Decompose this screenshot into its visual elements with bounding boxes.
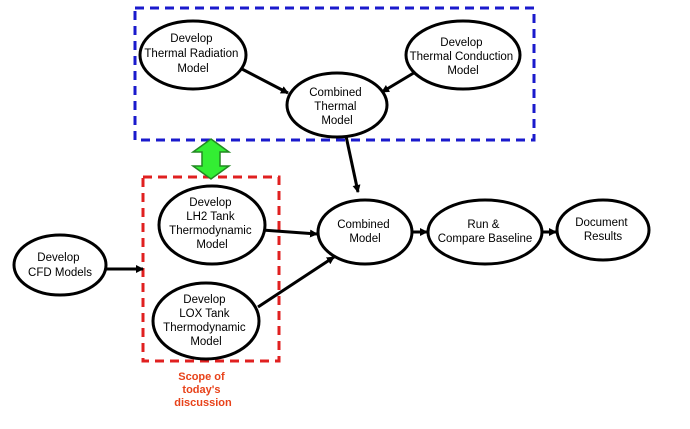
arrow-combined-thermal-to-combined-model xyxy=(344,135,361,193)
node-run-compare-label: Run & Compare Baseline xyxy=(438,219,533,245)
double-arrow-icon xyxy=(190,138,232,180)
node-cfd-models: Develop CFD Models xyxy=(12,233,108,297)
node-combined-thermal: Combined Thermal Model xyxy=(285,71,389,139)
node-thermal-conduction-label: Develop Thermal Conduction Model xyxy=(410,37,517,77)
node-lox-tank: Develop LOX Tank Thermodynamic Model xyxy=(151,281,261,361)
node-cfd-models-label: Develop CFD Models xyxy=(28,252,92,279)
node-run-compare: Run & Compare Baseline xyxy=(426,198,544,266)
node-combined-model-label: Combined Model xyxy=(337,219,393,245)
node-thermal-conduction: Develop Thermal Conduction Model xyxy=(404,19,522,91)
node-lox-tank-label: Develop LOX Tank Thermodynamic Model xyxy=(163,294,249,348)
thermal-group-box xyxy=(133,6,536,142)
arrow-radiation-to-combined-thermal xyxy=(239,66,289,95)
node-thermal-radiation-label: Develop Thermal Radiation Model xyxy=(144,33,241,75)
node-lh2-tank-label: Develop LH2 Tank Thermodynamic Model xyxy=(169,197,255,251)
node-combined-thermal-label: Combined Thermal Model xyxy=(309,87,365,127)
arrow-lox-to-combined-model xyxy=(257,255,335,309)
arrow-lh2-to-combined-model xyxy=(261,228,318,238)
node-document-results-label: Document Results xyxy=(575,217,631,243)
node-lh2-tank: Develop LH2 Tank Thermodynamic Model xyxy=(157,184,267,266)
node-combined-model: Combined Model xyxy=(316,198,414,266)
arrow-conduction-to-combined-thermal xyxy=(381,69,418,94)
node-thermal-radiation: Develop Thermal Radiation Model xyxy=(138,19,248,91)
node-document-results: Document Results xyxy=(555,198,651,262)
scope-label: Scope of today's discussion xyxy=(174,371,232,409)
